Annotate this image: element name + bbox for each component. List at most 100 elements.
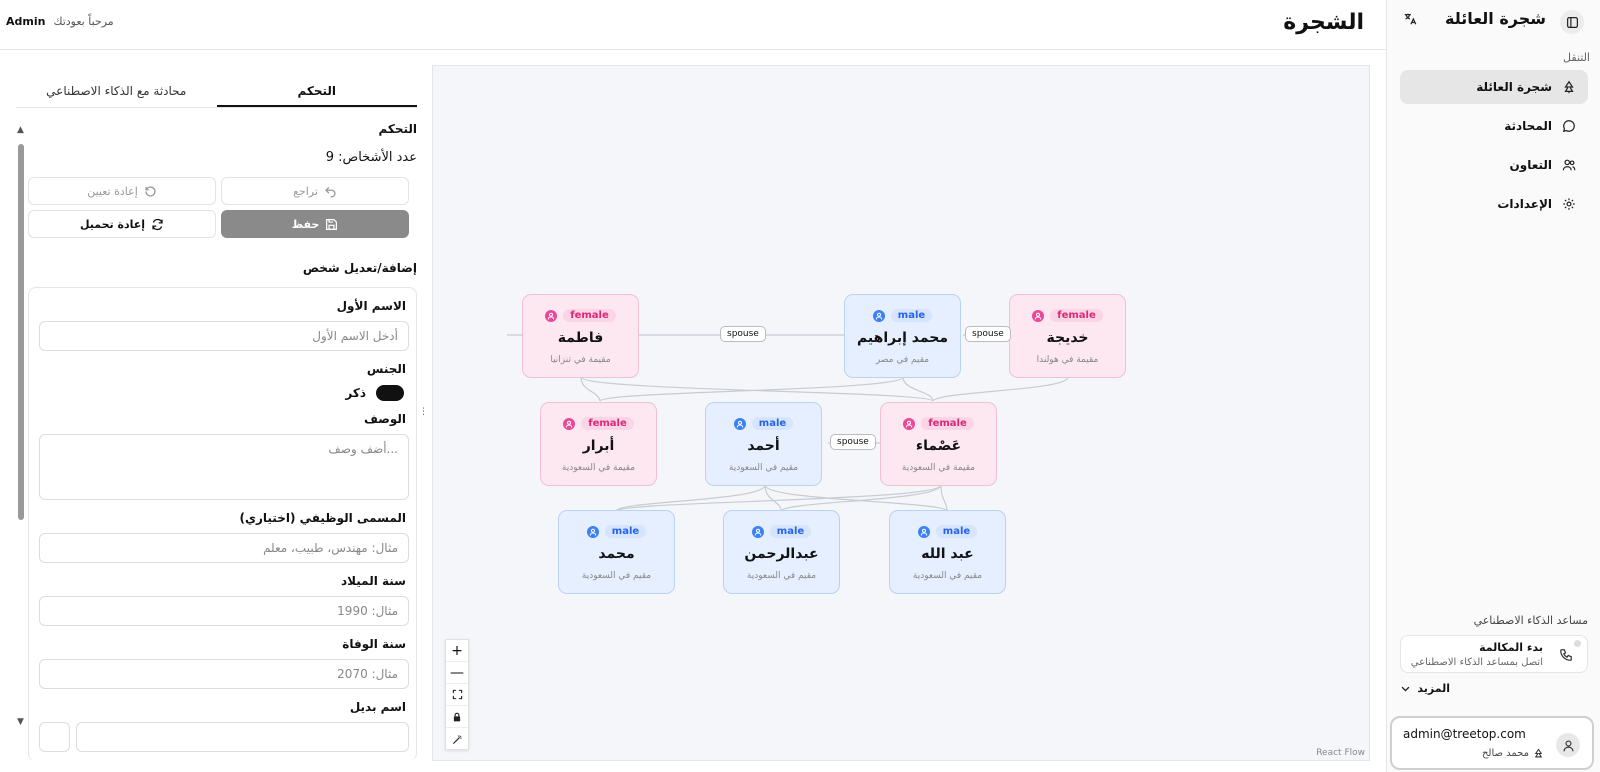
spouse-label: spouse <box>965 326 1011 342</box>
form-title: إضافة/تعديل شخص <box>302 261 417 275</box>
gender-text: female <box>581 417 634 430</box>
sidebar-item-family-tree[interactable]: شجرة العائلة <box>1400 70 1588 104</box>
person-form: الاسم الأول أدخل الاسم الأول الجنس ذكر ا… <box>28 287 417 761</box>
zoom-in-button[interactable]: + <box>446 640 468 662</box>
status-dot <box>1574 640 1581 647</box>
sidebar: شجرة العائلة التنقل شجرة العائلة المحادث… <box>1386 0 1600 772</box>
people-count: عدد الأشخاص: 9 <box>325 150 417 165</box>
person-node[interactable]: male أحمد مقيم في السعودية <box>705 402 822 486</box>
birth-year-input[interactable]: مثال: 1990 <box>39 596 409 626</box>
birth-year-label: سنة الميلاد <box>341 574 406 588</box>
spouse-label: spouse <box>830 434 876 450</box>
person-location: مقيم في السعودية <box>581 571 652 581</box>
person-name: عبدالرحمن <box>744 546 819 562</box>
gender-text: male <box>751 417 794 430</box>
parent-edge <box>580 376 934 402</box>
zoom-out-button[interactable]: — <box>446 662 468 684</box>
resize-handle[interactable]: ⋮⋮ <box>419 407 437 417</box>
reload-button[interactable]: إعادة تحميل <box>28 210 216 238</box>
parent-edge <box>615 484 942 512</box>
scrollbar-thumb[interactable] <box>18 144 24 520</box>
avatar <box>1556 733 1580 757</box>
person-location: مقيم في السعودية <box>746 571 817 581</box>
call-title: بدء المكالمة <box>1479 641 1543 654</box>
gender-toggle-row: ذكر <box>345 385 404 401</box>
start-call-button[interactable]: بدء المكالمة اتصل بمساعد الذكاء الاصطناع… <box>1400 635 1588 673</box>
tab-controls[interactable]: التحكم <box>216 78 417 107</box>
sidebar-title: شجرة العائلة <box>1444 9 1546 28</box>
more-label: المزيد <box>1417 682 1450 695</box>
sidebar-item-label: المحادثة <box>1504 119 1552 133</box>
reset-button[interactable]: إعادة تعيين <box>28 177 216 205</box>
person-name: خديجة <box>1046 330 1089 346</box>
death-year-input[interactable]: مثال: 2070 <box>39 659 409 689</box>
person-name: عَصْماء <box>915 438 962 454</box>
gender-switch[interactable] <box>376 385 404 401</box>
sidebar-item-collaboration[interactable]: التعاون <box>1400 148 1588 182</box>
minus-icon: — <box>450 664 464 681</box>
reset-label: إعادة تعيين <box>87 184 138 198</box>
scroll-up-icon[interactable]: ▲ <box>17 125 24 135</box>
person-node[interactable]: female خديجة مقيمة في هولندا <box>1009 294 1126 378</box>
undo-button[interactable]: تراجع <box>221 177 409 205</box>
person-location: مقيمة في هولندا <box>1036 355 1099 365</box>
gear-icon <box>1563 198 1575 210</box>
chevron-down-icon <box>1402 686 1410 692</box>
person-icon <box>733 417 746 430</box>
parent-edge <box>599 376 904 402</box>
gender-text: male <box>604 525 647 538</box>
gender-text: female <box>1050 309 1103 322</box>
gender-label: الجنس <box>366 362 406 376</box>
save-label: حفظ <box>291 217 320 231</box>
auto-layout-button[interactable] <box>446 728 468 750</box>
person-location: مقيمة في السعودية <box>561 463 636 473</box>
first-name-input[interactable]: أدخل الاسم الأول <box>39 321 409 351</box>
lock-button[interactable] <box>446 706 468 728</box>
person-icon <box>751 525 764 538</box>
gender-badge: female <box>881 417 996 430</box>
sidebar-item-settings[interactable]: الإعدادات <box>1400 187 1588 221</box>
users-icon <box>1562 159 1576 171</box>
user-card[interactable]: admin@treetop.com محمد صالح <box>1390 716 1594 770</box>
person-name: أحمد <box>747 438 780 454</box>
alias-input[interactable] <box>76 722 409 752</box>
user-tree-name: محمد صالح <box>1481 748 1529 759</box>
first-name-label: الاسم الأول <box>336 299 406 313</box>
panel-scrollbar[interactable]: ▲ ▼ <box>17 125 25 772</box>
gender-badge: male <box>890 525 1005 538</box>
call-subtitle: اتصل بمساعد الذكاء الاصطناعي <box>1410 657 1543 668</box>
phone-icon <box>1555 644 1577 666</box>
username: Admin <box>6 15 46 28</box>
save-button[interactable]: حفظ <box>221 210 409 238</box>
sidebar-item-label: الإعدادات <box>1497 197 1552 211</box>
flow-controls: + — <box>445 639 469 750</box>
job-title-input[interactable]: مثال: مهندس، طبيب، معلم <box>39 533 409 563</box>
gender-badge: female <box>541 417 656 430</box>
alias-add-button[interactable] <box>39 722 70 752</box>
fit-view-button[interactable] <box>446 684 468 706</box>
parent-edge <box>615 484 766 512</box>
react-flow-attribution[interactable]: React Flow <box>1316 748 1365 758</box>
tab-ai-chat[interactable]: محادثة مع الذكاء الاصطناعي <box>46 84 187 98</box>
description-input[interactable]: أضف وصف... <box>39 434 409 500</box>
parent-edge <box>940 484 948 512</box>
scroll-down-icon[interactable]: ▼ <box>17 717 24 727</box>
more-button[interactable]: المزيد <box>1400 682 1450 695</box>
language-button[interactable] <box>1399 8 1421 30</box>
person-icon <box>917 525 930 538</box>
person-location: مقيم في السعودية <box>912 571 983 581</box>
gender-text: female <box>563 309 616 322</box>
sidebar-item-chat[interactable]: المحادثة <box>1400 109 1588 143</box>
person-location: مقيم في السعودية <box>728 463 799 473</box>
sidebar-toggle-button[interactable] <box>1560 10 1584 34</box>
parent-edge <box>580 376 601 402</box>
